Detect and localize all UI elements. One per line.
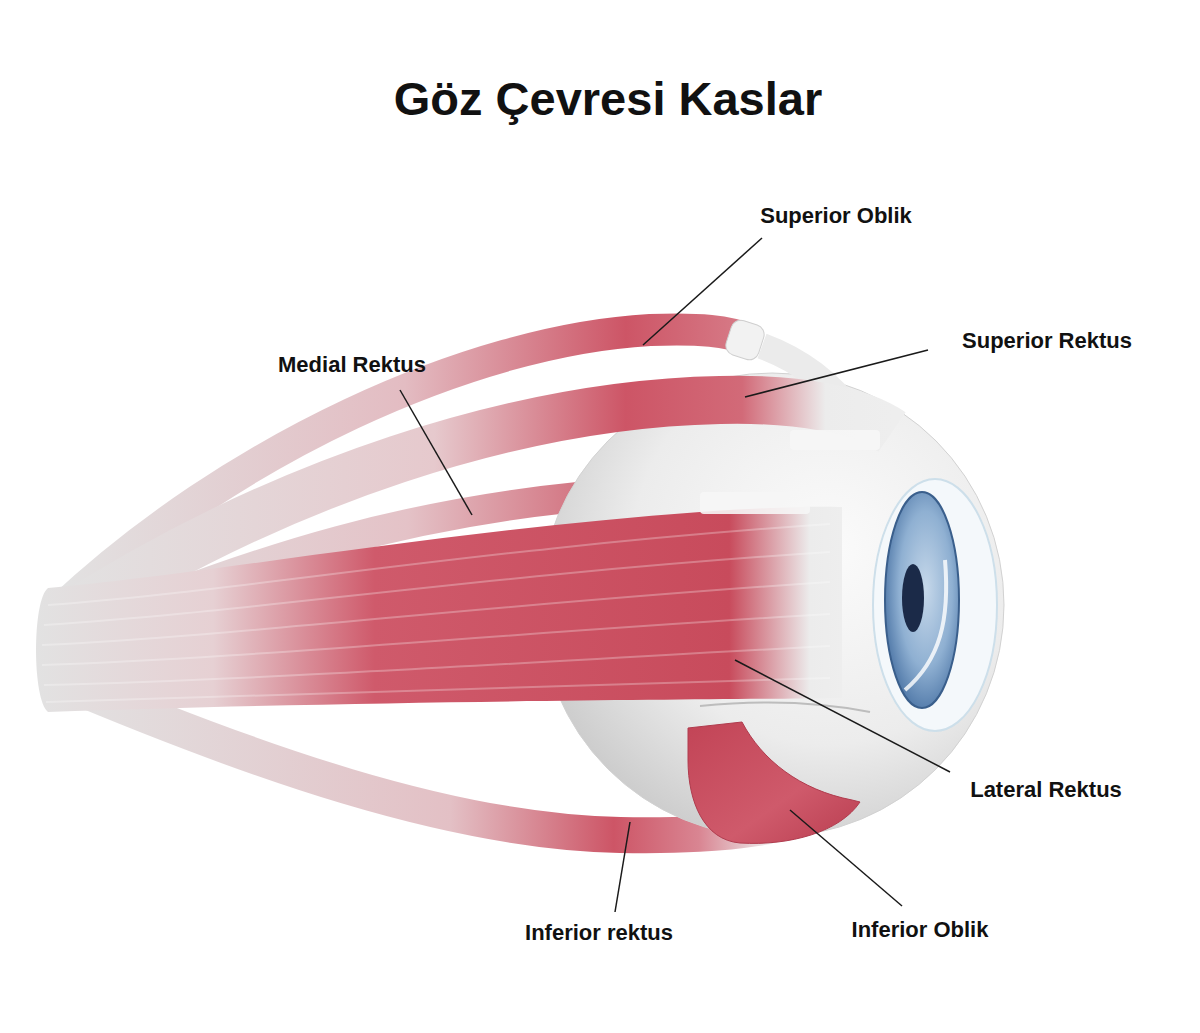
trochlea xyxy=(723,318,766,363)
inferior-oblique xyxy=(688,722,860,843)
cornea xyxy=(873,479,997,731)
leader-line xyxy=(745,350,928,397)
pupil xyxy=(902,564,924,632)
muscle-label: Medial Rektus xyxy=(278,352,426,378)
muscle-label: Superior Oblik xyxy=(760,203,912,229)
muscle-label: Superior Rektus xyxy=(962,328,1132,354)
lateral-rectus xyxy=(36,507,842,712)
iris xyxy=(885,492,959,708)
muscle-striations xyxy=(42,524,830,702)
shadow-line xyxy=(700,703,870,712)
tendon-highlight xyxy=(790,430,880,450)
iris-highlight xyxy=(905,560,946,690)
muscle-label: Inferior rektus xyxy=(525,920,673,946)
leader-lines xyxy=(400,238,950,912)
muscle-label: Inferior Oblik xyxy=(852,917,989,943)
leader-line xyxy=(735,660,950,772)
leader-line xyxy=(615,822,630,912)
leader-line xyxy=(643,238,762,345)
tendon-highlight xyxy=(700,492,810,514)
leader-line xyxy=(790,810,902,906)
diagram-title: Göz Çevresi Kaslar xyxy=(394,71,822,126)
leader-line xyxy=(400,390,472,515)
muscle-label: Lateral Rektus xyxy=(970,777,1122,803)
